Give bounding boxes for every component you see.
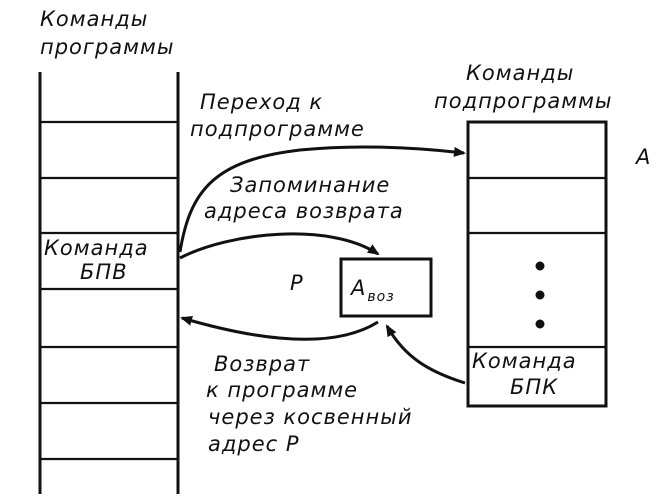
- return-address-value: Aвоз: [349, 276, 395, 305]
- return-label-line3: через косвенный: [208, 405, 412, 429]
- register-box: [339, 257, 433, 318]
- subroutine-column-box: [466, 120, 608, 408]
- register-name-label: P: [290, 271, 304, 295]
- jump-label-line1: Переход к: [200, 90, 323, 114]
- subroutine-column-title-line2: подпрограммы: [434, 89, 613, 113]
- arrow-labels: Переход к подпрограмме Запоминание адрес…: [190, 90, 412, 456]
- bpk-command-label-line2: БПК: [510, 375, 558, 399]
- ellipsis-dot: [535, 290, 545, 300]
- bpv-command-label-line1: Команда: [44, 236, 149, 260]
- bpv-command-label-line2: БПВ: [80, 260, 128, 284]
- subroutine-column-title-line1: Команды: [466, 61, 574, 85]
- return-to-program-arrow: [180, 316, 379, 341]
- subroutine-address-label: A: [634, 145, 651, 169]
- program-column-title-line2: программы: [40, 35, 174, 59]
- program-column-title-line1: Команды: [40, 7, 148, 31]
- jump-label-line2: подпрограмме: [190, 117, 365, 141]
- register-p: P Aвоз: [290, 257, 433, 318]
- subroutine-commands-column: Команды подпрограммы Команда БПК A: [434, 61, 651, 408]
- return-label-line2: к программе: [206, 378, 358, 402]
- store-return-address-arrow: [179, 232, 380, 260]
- return-label-line4: адрес P: [208, 432, 300, 456]
- store-label-line1: Запоминание: [230, 173, 390, 197]
- return-label-line1: Возврат: [214, 352, 310, 376]
- store-label-line2: адреса возврата: [204, 199, 404, 223]
- ellipsis-dot: [535, 319, 545, 329]
- ellipsis-dot: [535, 261, 545, 271]
- bpk-to-register-arrow: [385, 324, 466, 385]
- program-commands-column: Команды программы Команда БПВ: [38, 7, 180, 494]
- bpk-command-label-line1: Команда: [472, 349, 577, 373]
- jump-to-subroutine-arrow: [178, 145, 466, 253]
